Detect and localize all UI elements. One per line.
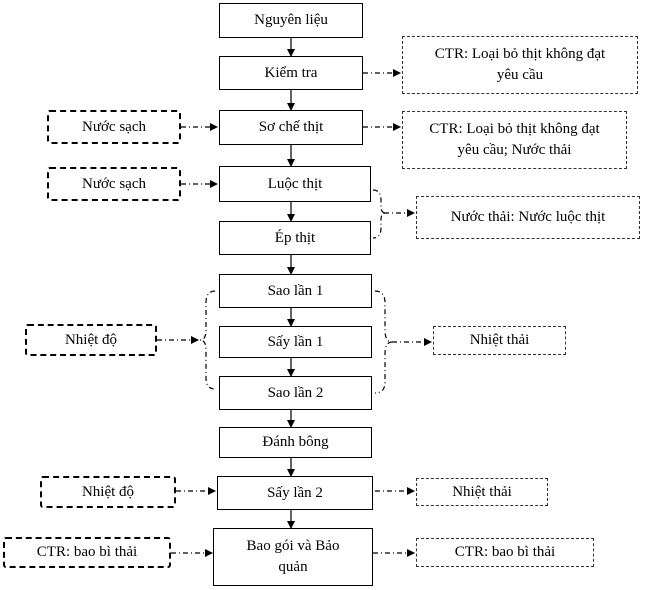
input-temperature-2: Nhiệt độ [40, 476, 176, 508]
input-temperature-1: Nhiệt độ [25, 324, 157, 356]
input-label: Nhiệt độ [64, 331, 118, 348]
step-dry-2: Sấy lần 2 [217, 476, 373, 510]
step-label: Sấy lần 1 [267, 333, 324, 350]
input-label: Nước sạch [82, 175, 146, 192]
step-dry-1: Sấy lần 1 [219, 326, 372, 358]
step-inspection: Kiểm tra [219, 56, 363, 90]
output-boiling-water: Nước thải: Nước luộc thịt [416, 196, 640, 239]
group-brace [199, 290, 216, 390]
step-boiling: Luộc thịt [219, 166, 371, 202]
step-pressing: Ép thịt [219, 221, 371, 255]
output-waste-heat-1: Nhiệt thải [433, 326, 566, 355]
output-prep-waste: CTR: Loại bỏ thịt không đạt yêu cầu; Nướ… [402, 111, 627, 169]
step-label: Sao lần 2 [267, 384, 324, 401]
step-label: Nguyên liệu [254, 12, 328, 28]
output-label: CTR: Loại bỏ thịt không đạt yêu cầu [434, 46, 606, 83]
step-roast-2: Sao lần 2 [219, 376, 372, 410]
step-fluffing: Đánh bông [219, 427, 372, 458]
output-check-waste: CTR: Loại bỏ thịt không đạt yêu cầu [402, 36, 638, 94]
input-packaging-waste: CTR: bao bì thải [3, 537, 171, 568]
output-label: CTR: bao bì thải [454, 544, 556, 560]
output-label: Nước thải: Nước luộc thịt [450, 209, 606, 225]
output-label: Nhiệt thải [469, 332, 530, 348]
step-packaging: Bao gói và Bảo quản [213, 528, 373, 586]
output-label: Nhiệt thải [452, 483, 512, 500]
group-brace [372, 189, 387, 239]
step-label: Bao gói và Bảo quản [246, 538, 340, 575]
step-label: Sơ chế thịt [258, 119, 324, 135]
output-label: CTR: Loại bỏ thịt không đạt yêu cầu; Nướ… [429, 121, 600, 158]
step-roast-1: Sao lần 1 [219, 274, 372, 308]
step-label: Sấy lần 2 [267, 484, 323, 501]
step-label: Luộc thịt [267, 175, 323, 192]
step-meat-prep: Sơ chế thịt [219, 110, 363, 145]
input-clean-water-2: Nước sạch [47, 167, 181, 201]
output-packaging-waste: CTR: bao bì thải [416, 538, 594, 567]
step-label: Ép thịt [274, 229, 316, 246]
step-label: Kiểm tra [264, 64, 318, 81]
step-label: Đánh bông [262, 434, 329, 450]
step-label: Sao lần 1 [267, 282, 324, 299]
output-waste-heat-2: Nhiệt thải [416, 478, 548, 506]
input-label: Nước sạch [82, 118, 146, 135]
step-raw-material: Nguyên liệu [219, 3, 363, 38]
group-brace [374, 290, 393, 394]
input-label: CTR: bao bì thải [36, 544, 138, 560]
input-clean-water-1: Nước sạch [47, 110, 181, 144]
input-label: Nhiệt độ [81, 483, 135, 500]
